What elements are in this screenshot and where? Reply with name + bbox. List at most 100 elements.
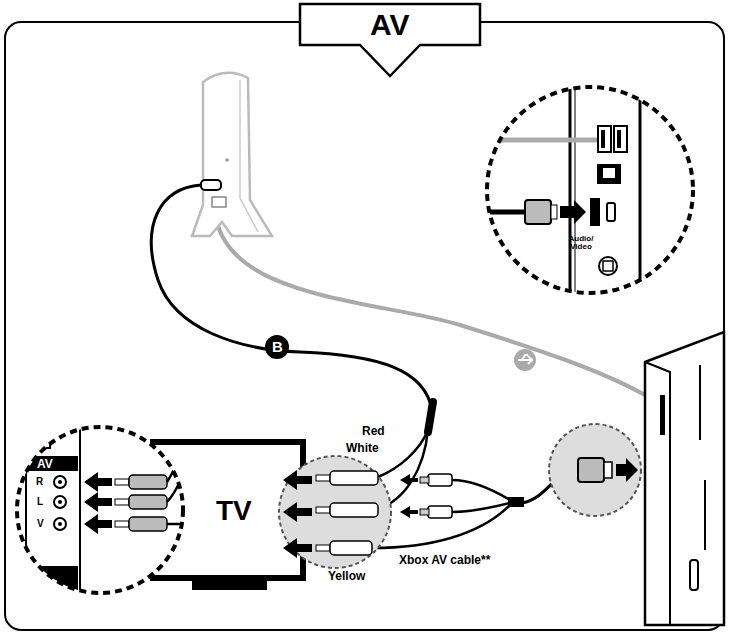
xbox-av-cable-part xyxy=(428,474,452,486)
tv-input-inset-part-part xyxy=(45,580,57,600)
cable-name: Xbox AV cable** xyxy=(399,554,490,567)
xbox-console-part xyxy=(645,362,670,625)
rear-panel-inset-part-part xyxy=(560,200,586,224)
rear-panel-inset-part-part xyxy=(598,126,611,152)
rear-panel-inset-part-part xyxy=(551,205,557,219)
tv-input-inset-part-part xyxy=(115,521,129,527)
tv-input-inset-part-part xyxy=(54,518,66,530)
wireless-adapter-part xyxy=(212,197,226,207)
wireless-adapter-part xyxy=(192,73,272,236)
tv-input-inset-part-part xyxy=(58,480,62,484)
xbox-av-cable-part xyxy=(428,506,452,518)
adapter-av-cable-part xyxy=(151,185,432,410)
tv-input-inset-part-part xyxy=(58,500,62,504)
tv-label: TV xyxy=(216,496,252,525)
rear-panel-inset-part-part xyxy=(603,261,613,271)
usb-cable-part xyxy=(518,355,532,364)
tv-plug-callout-part xyxy=(316,545,330,551)
adapter-av-cable xyxy=(151,185,433,509)
wireless-adapter-part xyxy=(225,158,229,162)
rear-panel-inset-part xyxy=(487,87,693,293)
tv-input-inset-part-part xyxy=(84,514,112,534)
xbox-av-cable-part xyxy=(372,505,510,548)
jack-label: R xyxy=(36,477,43,488)
adapter-av-cable-part xyxy=(428,402,433,432)
xbox-av-cable-part xyxy=(400,506,418,518)
tv-input-inset xyxy=(17,420,200,606)
wireless-adapter-part xyxy=(240,80,258,232)
tv-input-inset-part-part xyxy=(84,492,112,512)
tv-plug-callout-part xyxy=(316,475,330,481)
title: AV xyxy=(370,9,409,41)
tv-input-inset-part-part xyxy=(42,430,50,448)
wire-color-label: White xyxy=(346,442,379,455)
tv-plug-callout-part xyxy=(283,538,312,558)
tv-plug-callout-part xyxy=(330,541,372,555)
tv-plug-callout-part xyxy=(330,471,378,485)
tv-plug-callout-part xyxy=(283,502,312,522)
xbox-av-cable-part xyxy=(452,480,510,500)
tv-input-inset-part-part xyxy=(115,479,129,485)
rear-panel-inset-part-part xyxy=(480,210,525,215)
rear-panel-inset-part-part xyxy=(614,126,627,152)
console-plug-callout-part xyxy=(549,424,641,516)
input-group-label: AV xyxy=(37,458,53,471)
tv-part xyxy=(192,580,267,590)
rear-panel-inset-part-part xyxy=(570,80,640,300)
wire-color-label: Yellow xyxy=(328,570,365,583)
tv-input-inset-part xyxy=(17,427,183,593)
xbox-console-part xyxy=(700,365,705,550)
rear-panel-inset-part-part xyxy=(599,257,617,275)
tv-input-inset-part-part xyxy=(129,475,167,489)
xbox-console-part xyxy=(645,332,724,625)
rear-panel-inset-part xyxy=(487,87,693,293)
console-plug-callout-part xyxy=(604,462,612,478)
xbox-av-cable-part xyxy=(452,503,510,512)
port-label: Audio/ Video xyxy=(564,235,598,252)
console-plug-callout-part xyxy=(578,458,604,482)
tv-plug-callout-part xyxy=(279,456,391,568)
tv-plug-callout-part xyxy=(330,503,378,517)
xbox-av-cable-part xyxy=(420,509,429,515)
console-plug-callout xyxy=(549,424,641,516)
xbox-console-part xyxy=(690,560,698,590)
jack-label: V xyxy=(37,519,44,530)
tv-box: TV xyxy=(170,448,298,574)
adapter-av-cable-part xyxy=(378,430,428,477)
tv-plug-callout-part xyxy=(316,507,330,513)
xbox-console-part xyxy=(660,395,665,435)
rear-panel-inset-part-part xyxy=(525,200,551,224)
rear-panel-inset-part-part xyxy=(601,130,605,148)
rear-panel-inset-part-part xyxy=(597,164,621,184)
rear-panel-inset-part-part xyxy=(617,130,621,148)
wireless-adapter-part xyxy=(201,180,221,190)
frame xyxy=(5,22,724,630)
wireless-adapter xyxy=(192,73,272,236)
tv-plug-callout xyxy=(279,456,391,568)
xbox-av-cable-part xyxy=(420,477,429,483)
title-banner xyxy=(300,4,480,76)
rear-panel-inset-part-part xyxy=(603,168,615,178)
usb-cable-part xyxy=(514,349,536,371)
rear-panel-inset-part-part xyxy=(607,203,615,221)
tv-input-inset-part-part xyxy=(129,495,167,509)
tv-input-inset-part-part xyxy=(54,476,66,488)
tv-input-inset-part-part xyxy=(58,522,62,526)
adapter-av-cable-part xyxy=(265,335,289,359)
tv-plug-callout-part xyxy=(283,470,312,490)
tv-input-inset-part-part xyxy=(129,517,167,531)
tv-input-inset-part-part xyxy=(115,499,129,505)
tv-input-inset-part-part xyxy=(54,496,66,508)
callout-letter: B xyxy=(272,339,283,355)
wire-color-label: Red xyxy=(362,425,385,438)
xbox-console xyxy=(645,332,724,625)
tv-input-inset-part xyxy=(17,427,183,593)
console-plug-callout-part xyxy=(616,458,638,482)
rear-panel-inset xyxy=(480,80,693,300)
rear-panel-inset-part-part xyxy=(590,198,600,226)
rear-panel-inset-part-part xyxy=(575,80,576,300)
xbox-av-cable-part xyxy=(400,474,418,486)
xbox-av-cable xyxy=(372,468,578,548)
